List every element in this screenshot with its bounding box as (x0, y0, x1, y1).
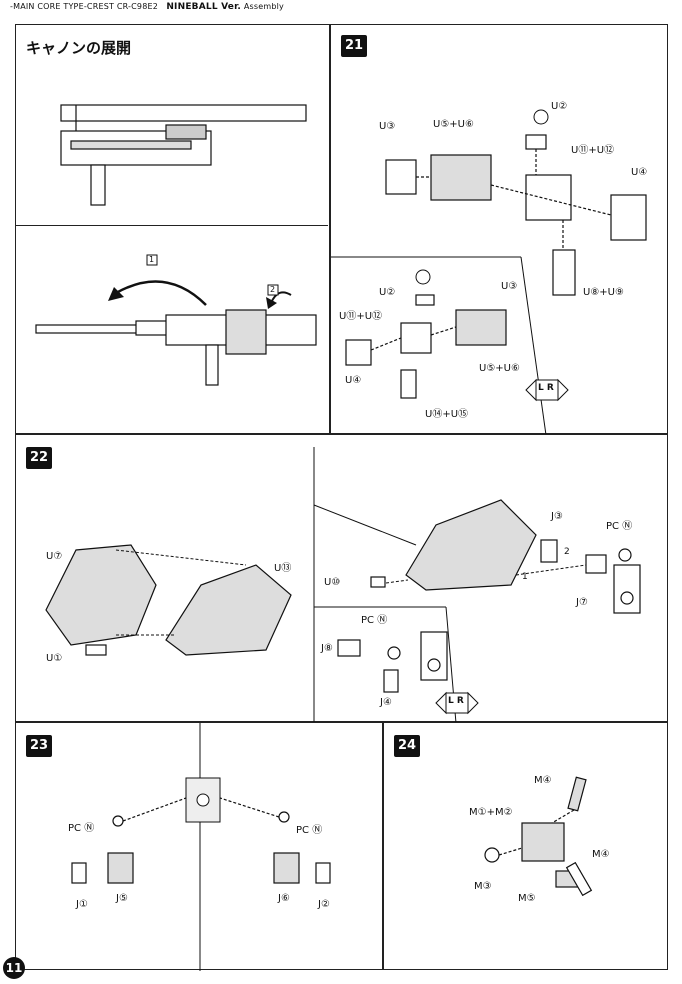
label-j6: J⑥ (278, 893, 290, 904)
cannon-folded (60, 104, 307, 206)
label-arrow-2: 2 (564, 547, 570, 557)
panel-cannon: キャノンの展開 1 2 (15, 24, 330, 434)
label-u10: U⑩ (324, 577, 341, 588)
panel-step-21: 21 U③ U⑤+U⑥ (330, 24, 668, 435)
page-header: -MAIN CORE TYPE-CREST CR-C98E2 NINEBALL … (10, 2, 284, 12)
label-j7: J⑦ (576, 597, 588, 608)
page-number: 11 (3, 957, 25, 979)
label-u11-u12: U⑪+U⑫ (571, 145, 615, 156)
arrow-1-label: 1 (149, 255, 155, 264)
label-u7: U⑦ (46, 551, 63, 562)
label-pc-n-left: PC Ⓝ (68, 823, 95, 834)
header-subtitle: NINEBALL Ver. (166, 2, 242, 12)
label-j3: J③ (551, 511, 563, 522)
header-model: -MAIN CORE TYPE-CREST CR-C98E2 (10, 2, 159, 11)
label-j5: J⑤ (116, 893, 128, 904)
step-number: 24 (394, 735, 420, 757)
divider (16, 225, 328, 226)
label-j2: J② (318, 899, 330, 910)
panel-step-23: 23 PC Ⓝ PC Ⓝ J① J⑤ J⑥ J② (15, 722, 383, 971)
label-u13: U⑬ (274, 563, 292, 574)
inset-label-u2: U② (379, 287, 396, 298)
label-m3: M③ (474, 881, 492, 892)
label-m4-right: M④ (592, 849, 610, 860)
inset-label-u3: U③ (501, 281, 518, 292)
label-j1: J① (76, 899, 88, 910)
label-m4-top: M④ (534, 775, 552, 786)
step-number: 22 (26, 447, 52, 469)
step-21-illustration (331, 109, 647, 435)
inset-label-j4: J④ (380, 697, 392, 708)
inset-label-u5-u6: U⑤+U⑥ (479, 363, 520, 374)
step-22-illustration (45, 447, 641, 723)
panel-step-22: 22 (15, 434, 668, 723)
label-u8-u9: U⑧+U⑨ (583, 287, 624, 298)
cannon-extended (35, 309, 317, 386)
inset-label-j8: J⑧ (321, 643, 333, 654)
arrow-2-label: 2 (270, 285, 276, 294)
panel-step-24: 24 M④ M①+M② M④ M③ M⑤ (383, 722, 668, 970)
label-u1: U① (46, 653, 63, 664)
label-pc-n-right: PC Ⓝ (296, 825, 323, 836)
cannon-illustration (35, 104, 317, 386)
header-assembly: Assembly (243, 2, 284, 11)
step-number: 21 (341, 35, 367, 57)
step-24-illustration (484, 776, 593, 897)
inset-label-u14-u15: U⑭+U⑮ (425, 409, 469, 420)
label-pc-n: PC Ⓝ (606, 521, 633, 532)
inset-label-u11-u12: U⑪+U⑫ (339, 311, 383, 322)
label-u4: U④ (631, 167, 648, 178)
inset-label-pc-n: PC Ⓝ (361, 615, 388, 626)
label-u5-u6: U⑤+U⑥ (433, 119, 474, 130)
panel-title: キャノンの展開 (26, 39, 132, 57)
lr-badge: L R (448, 696, 464, 706)
step-23-illustration (71, 723, 331, 971)
label-m1-m2: M①+M② (469, 807, 513, 818)
inset-label-u4: U④ (345, 375, 362, 386)
lr-badge: L R (538, 383, 554, 393)
label-u2: U② (551, 101, 568, 112)
label-m5: M⑤ (518, 893, 536, 904)
label-u3: U③ (379, 121, 396, 132)
step-number: 23 (26, 735, 52, 757)
label-arrow-1: 1 (522, 572, 528, 582)
